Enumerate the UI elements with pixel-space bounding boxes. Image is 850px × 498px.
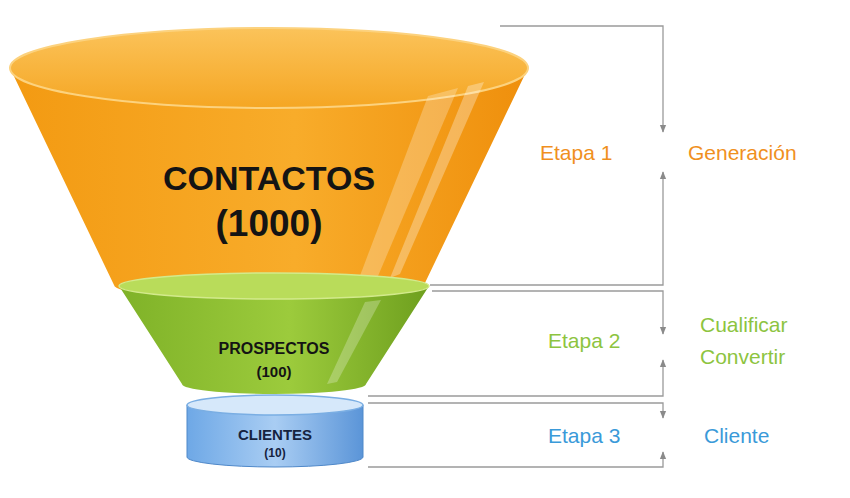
stage-name: Generación	[688, 137, 797, 169]
stage-count: (10)	[184, 447, 366, 460]
stage-name: Cualificar Convertir	[700, 309, 820, 373]
stage-title: CLIENTES	[184, 427, 366, 444]
stage-label: Etapa 3	[548, 420, 620, 452]
bracket-line	[368, 403, 663, 418]
stage-name: Cliente	[704, 420, 769, 452]
stage-count: (100)	[115, 364, 433, 381]
bracket-line	[500, 26, 663, 132]
bracket-line	[432, 291, 663, 334]
contacts-segment: CONTACTOS (1000)	[8, 26, 530, 302]
clients-cylinder: CLIENTES (10)	[184, 393, 366, 471]
stage-title: CONTACTOS	[8, 160, 530, 197]
stage-label: Etapa 2	[548, 325, 620, 357]
stage-label: Etapa 1	[540, 137, 612, 169]
bracket-line	[368, 452, 663, 467]
bracket-line	[368, 360, 663, 396]
stage-count: (1000)	[8, 204, 530, 245]
stage-title: PROSPECTOS	[115, 340, 433, 358]
prospects-segment: PROSPECTOS (100)	[115, 272, 433, 398]
